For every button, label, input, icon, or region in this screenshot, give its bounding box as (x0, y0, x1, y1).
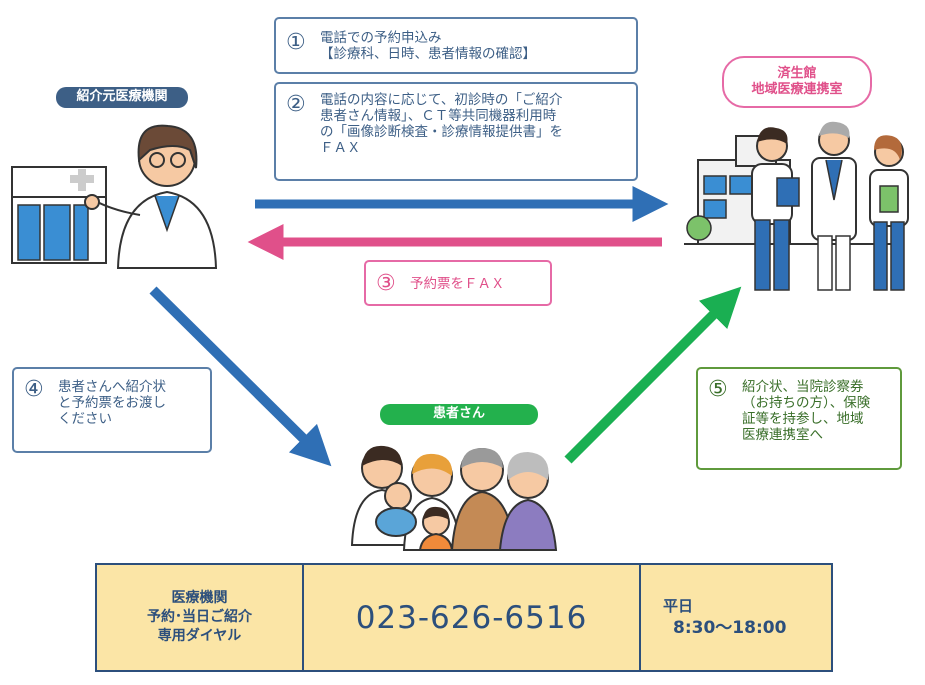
step-2-text: 電話の内容に応じて、初診時の「ご紹介 患者さん情報」、ＣＴ等共同機器利用時 の「… (320, 92, 563, 156)
referrer-label: 紹介元医療機関 (56, 87, 188, 108)
phone-cell: 023-626-6516 (302, 565, 639, 670)
step-3-box: ③ 予約票をＦＡＸ (364, 260, 552, 306)
dial-label-cell: 医療機関 予約･当日ご紹介 専用ダイヤル (97, 565, 302, 670)
step-3-text: 予約票をＦＡＸ (410, 276, 505, 292)
step-1-text: 電話での予約申込み 【診療科、日時、患者情報の確認】 (320, 30, 536, 62)
hospital-name: 済生館 (777, 66, 817, 81)
hospital-label: 済生館 地域医療連携室 (722, 56, 872, 108)
step-1-number: ① (286, 30, 306, 55)
hours-day: 平日 (663, 596, 694, 615)
step-3-number: ③ (376, 271, 396, 296)
hours-cell: 平日 8:30～18:00 (639, 565, 831, 670)
arrow-referrer-to-patient (149, 286, 332, 467)
dial-label: 医療機関 予約･当日ご紹介 専用ダイヤル (147, 590, 252, 644)
step-5-text: 紹介状、当院診察券 （お持ちの方）、保険 証等を持参し、地域 医療連携室へ (742, 379, 871, 443)
step-5-box: ⑤ 紹介状、当院診察券 （お持ちの方）、保険 証等を持参し、地域 医療連携室へ (696, 367, 902, 470)
step-4-box: ④ 患者さんへ紹介状 と予約票をお渡し ください (12, 367, 212, 453)
step-5-number: ⑤ (708, 377, 728, 402)
arrow-patient-to-hospital (564, 286, 742, 464)
step-4-text: 患者さんへ紹介状 と予約票をお渡し ください (58, 379, 166, 427)
phone-number[interactable]: 023-626-6516 (355, 599, 588, 636)
step-1-box: ① 電話での予約申込み 【診療科、日時、患者情報の確認】 (274, 17, 638, 74)
step-2-box: ② 電話の内容に応じて、初診時の「ご紹介 患者さん情報」、ＣＴ等共同機器利用時 … (274, 82, 638, 181)
step-2-number: ② (286, 92, 306, 117)
hours-time: 8:30～18:00 (673, 617, 787, 638)
patient-label: 患者さん (380, 404, 538, 425)
step-4-number: ④ (24, 377, 44, 402)
reservation-dial-panel: 医療機関 予約･当日ご紹介 専用ダイヤル 023-626-6516 平日 8:3… (95, 563, 833, 672)
hospital-department: 地域医療連携室 (751, 82, 843, 97)
